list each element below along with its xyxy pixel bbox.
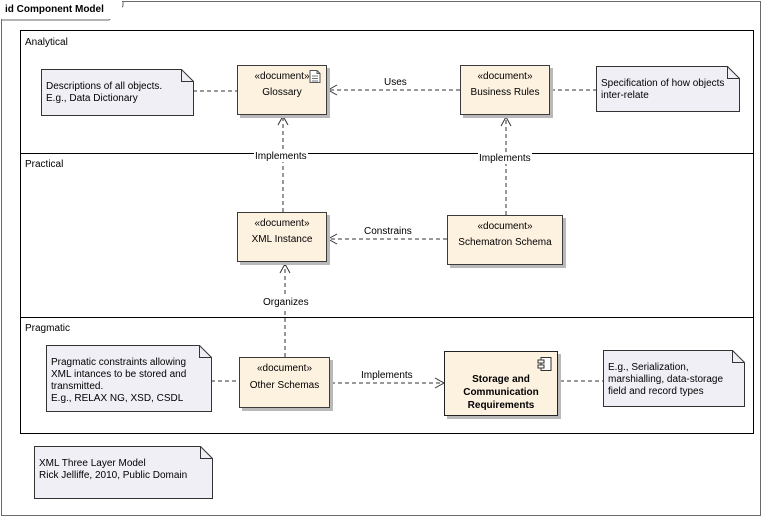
layer-analytical[interactable]: Analytical <box>20 30 754 154</box>
node-glossary[interactable]: «document» Glossary <box>237 65 327 115</box>
node-glossary-name: Glossary <box>262 87 302 98</box>
layer-practical-label: Practical <box>25 159 64 170</box>
note-shape <box>34 446 213 499</box>
node-xml-instance-name: XML Instance <box>251 234 313 245</box>
edge-label-implements-storage: Implements <box>360 370 414 381</box>
edge-label-organizes: Organizes <box>262 297 310 308</box>
node-schematron-stereotype: «document» <box>477 221 533 232</box>
node-business-rules-stereotype: «document» <box>477 71 533 82</box>
edge-uses-arrow <box>326 84 338 96</box>
edge-implements-glossary-arrow <box>277 114 289 126</box>
node-business-rules-name: Business Rules <box>470 87 540 98</box>
note-shape <box>603 350 745 407</box>
note-specification[interactable]: Specification of how objects inter-relat… <box>596 66 740 112</box>
node-other-schemas-name: Other Schemas <box>249 380 320 391</box>
frame-title: id Component Model <box>1 1 122 19</box>
node-schematron-schema[interactable]: «document» Schematron Schema <box>447 215 563 265</box>
note-serialization-text: E.g., Serialization, marshialling, data-… <box>608 362 724 397</box>
node-business-rules[interactable]: «document» Business Rules <box>460 65 550 115</box>
component-icon <box>537 357 552 371</box>
node-xml-instance[interactable]: «document» XML Instance <box>237 212 327 262</box>
node-xml-instance-stereotype: «document» <box>254 218 310 229</box>
edge-organizes-arrow <box>279 262 291 274</box>
document-icon <box>309 70 321 83</box>
note-serialization[interactable]: E.g., Serialization, marshialling, data-… <box>603 350 745 407</box>
note-descriptions[interactable]: Descriptions of all objects. E.g., Data … <box>41 69 194 116</box>
edge-constrains-arrow <box>326 233 338 245</box>
edge-label-uses: Uses <box>383 77 408 88</box>
layer-pragmatic[interactable]: Pragmatic <box>20 317 754 434</box>
note-shape <box>596 66 740 112</box>
note-shape <box>46 345 212 412</box>
edge-label-constrains: Constrains <box>363 226 413 237</box>
node-storage-name: Storage and Communication Requirements <box>463 374 539 411</box>
note-credit[interactable]: XML Three Layer Model Rick Jelliffe, 201… <box>34 446 213 499</box>
node-other-schemas-stereotype: «document» <box>256 363 313 374</box>
note-pragmatic-constraints-text: Pragmatic constraints allowing XML intan… <box>51 357 187 404</box>
note-shape <box>41 69 194 116</box>
note-credit-text: XML Three Layer Model Rick Jelliffe, 201… <box>39 458 188 481</box>
note-pragmatic-constraints[interactable]: Pragmatic constraints allowing XML intan… <box>46 345 212 412</box>
edge-label-implements-rules: Implements <box>478 153 532 164</box>
note-specification-text: Specification of how objects inter-relat… <box>601 78 725 101</box>
node-glossary-stereotype: «document» <box>254 71 310 82</box>
note-descriptions-text: Descriptions of all objects. E.g., Data … <box>46 81 163 104</box>
layer-pragmatic-label: Pragmatic <box>25 323 71 334</box>
edge-label-implements-glossary: Implements <box>254 151 308 162</box>
node-schematron-name: Schematron Schema <box>458 237 552 248</box>
node-storage-communication[interactable]: Storage and Communication Requirements <box>444 351 558 416</box>
layer-practical[interactable]: Practical <box>20 153 754 318</box>
layer-analytical-label: Analytical <box>25 37 68 48</box>
edge-implements-rules-arrow <box>500 115 512 127</box>
node-other-schemas[interactable]: «document» Other Schemas <box>239 357 330 408</box>
